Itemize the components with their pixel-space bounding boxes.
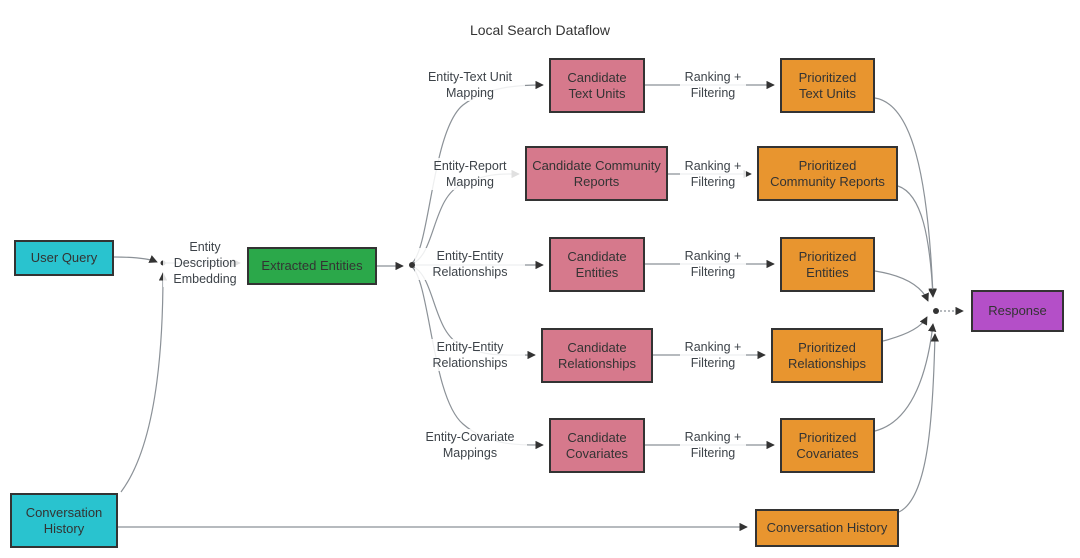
node-prioritized-relationships: Prioritized Relationships [771, 328, 883, 383]
diagram-title: Local Search Dataflow [469, 22, 611, 38]
node-extracted-entities: Extracted Entities [247, 247, 377, 285]
junction-dot [933, 308, 939, 314]
node-candidate-text-units: Candidate Text Units [549, 58, 645, 113]
junction-dot [409, 262, 415, 268]
edge-label-ranking: Ranking + Filtering [680, 248, 746, 280]
node-candidate-relationships: Candidate Relationships [541, 328, 653, 383]
node-prioritized-text-units: Prioritized Text Units [780, 58, 875, 113]
node-candidate-entities: Candidate Entities [549, 237, 645, 292]
edge-label-ranking: Ranking + Filtering [680, 69, 746, 101]
node-prioritized-covariates: Prioritized Covariates [780, 418, 875, 473]
node-candidate-community-reports: Candidate Community Reports [525, 146, 668, 201]
edge-label-mapping: Entity-Entity Relationships [415, 248, 525, 280]
node-candidate-covariates: Candidate Covariates [549, 418, 645, 473]
node-prioritized-community-reports: Prioritized Community Reports [757, 146, 898, 201]
edge-label-mapping: Entity-Text Unit Mapping [415, 69, 525, 101]
node-response: Response [971, 290, 1064, 332]
node-prioritized-entities: Prioritized Entities [780, 237, 875, 292]
edge-label-mapping: Entity-Covariate Mappings [413, 429, 527, 461]
edge-label-mapping: Entity-Report Mapping [415, 158, 525, 190]
edge-label-ranking: Ranking + Filtering [680, 429, 746, 461]
edge-label-ranking: Ranking + Filtering [680, 158, 746, 190]
edge-label-mapping: Entity-Entity Relationships [415, 339, 525, 371]
node-conversation-history-right: Conversation History [755, 509, 899, 547]
node-user-query: User Query [14, 240, 114, 276]
edge-label-ranking: Ranking + Filtering [680, 339, 746, 371]
edge-label-entity-description-embedding: Entity Description Embedding [163, 239, 247, 287]
node-conversation-history-left: Conversation History [10, 493, 118, 548]
